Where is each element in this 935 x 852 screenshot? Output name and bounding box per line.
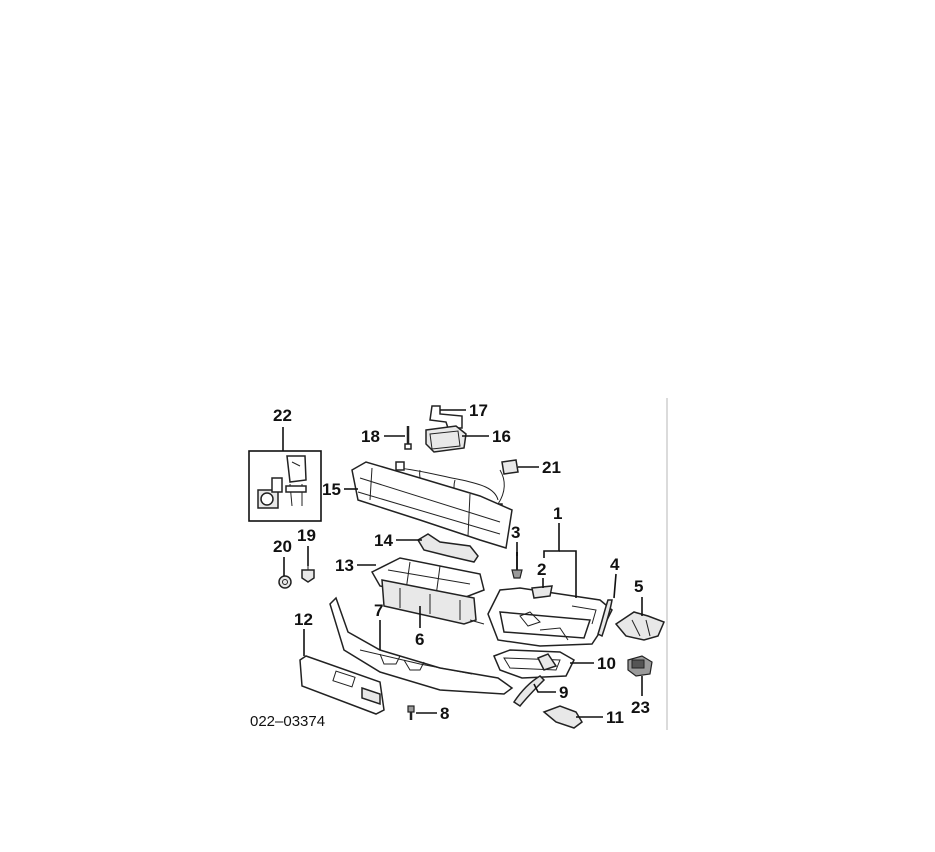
part-7-lower-cover [329,596,514,695]
part-22-inset [248,450,322,522]
part-3-clip [511,552,523,579]
part-12-plate-bracket [299,655,385,715]
callout-16: 16 [492,427,511,446]
part-23-sensor [627,655,653,677]
callout-21: 21 [542,458,561,477]
part-8-screw [407,705,415,720]
part-6-strip [381,579,477,625]
callout-9: 9 [559,683,568,702]
part-19-clip [301,564,315,583]
callout-22: 22 [273,406,292,425]
callout-17: 17 [469,401,488,420]
callout-23: 23 [631,698,650,717]
callout-5: 5 [634,577,643,596]
part-5-side-bracket [614,611,665,641]
part-4-trim [597,599,613,638]
callout-18: 18 [361,427,380,446]
callout-3: 3 [511,523,520,542]
drawing-number: 022–03374 [250,713,325,730]
part-20-nut [278,575,292,589]
part-10-grille [493,649,575,679]
part-18-bolt [404,426,412,450]
callout-10: 10 [597,654,616,673]
part-9-trim [512,675,546,708]
part-14-bracket [416,533,479,563]
part-16-module [425,425,467,453]
callout-4: 4 [610,555,620,574]
callout-20: 20 [273,537,292,556]
part-2-cap [531,585,553,599]
callout-19: 19 [297,526,316,545]
callout-12: 12 [294,610,313,629]
part-15-reinforcement [351,461,513,549]
part-1-bumper-cover [469,587,613,647]
callout-11: 11 [606,708,624,727]
part-11-trim [542,705,583,729]
callout-7: 7 [374,601,383,620]
callout-2: 2 [537,560,546,579]
callout-15: 15 [322,480,341,499]
callout-8: 8 [440,704,449,723]
part-17-bracket [429,405,463,429]
callout-14: 14 [374,531,393,550]
callout-1: 1 [553,504,562,523]
callout-13: 13 [335,556,354,575]
callout-6: 6 [415,630,424,649]
